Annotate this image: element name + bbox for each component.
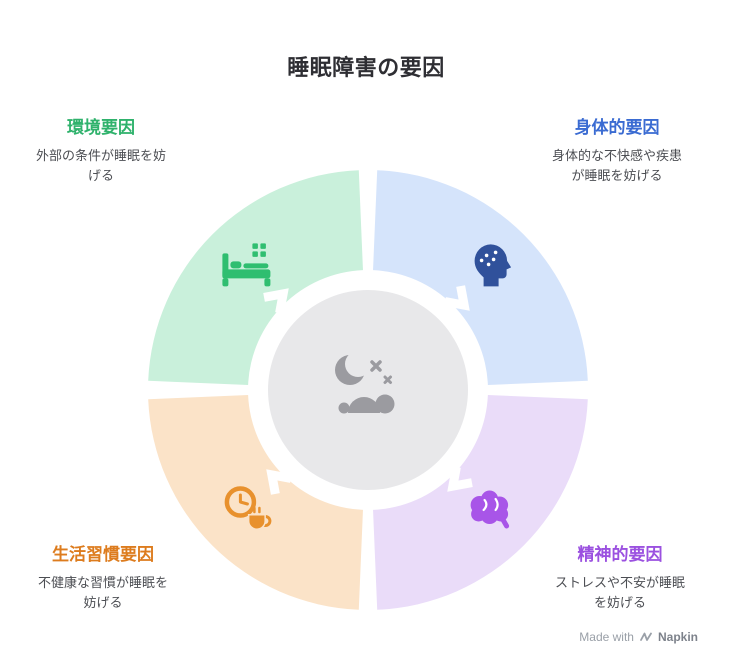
person-head [375, 394, 395, 414]
flow-arrow-icon [447, 466, 473, 492]
flow-arrow-icon [444, 285, 470, 311]
bed-icon [222, 243, 271, 287]
clock-coffee-icon [224, 486, 272, 531]
environment-heading: 環境要因 [67, 118, 135, 137]
physical-description: 身体的な不快感や疾患が睡眠を妨げる [551, 148, 682, 184]
crescent-moon-sleeping-person-icon [335, 351, 395, 414]
center-circle [268, 290, 468, 490]
mental-heading: 精神的要因 [577, 545, 663, 564]
label-block-mental: 精神的要因 ストレスや不安が睡眠を妨げる [537, 540, 703, 613]
moon-cutout [345, 351, 371, 377]
person-hand [338, 402, 350, 414]
lifestyle-heading: 生活習慣要因 [52, 545, 154, 564]
page-title: 睡眠障害の要因 [287, 55, 445, 80]
sparkle-x-icon [383, 375, 392, 384]
segment-physical [373, 170, 588, 385]
flow-arrow-icon [263, 288, 289, 314]
person-body [348, 397, 380, 413]
physical-heading: 身体的要因 [574, 118, 660, 137]
watermark-brand: Napkin [657, 630, 698, 644]
head-dots [479, 250, 498, 267]
flow-arrow-icon [266, 469, 292, 495]
head-side-icon [474, 244, 512, 287]
napkin-logo-icon [640, 632, 652, 641]
lifestyle-description: 不健康な習慣が睡眠を妨げる [37, 575, 168, 611]
mental-description: ストレスや不安が睡眠を妨げる [554, 575, 685, 611]
environment-description: 外部の条件が睡眠を妨げる [35, 148, 166, 184]
label-block-lifestyle: 生活習慣要因 不健康な習慣が睡眠を妨げる [20, 540, 186, 613]
label-block-physical: 身体的要因 身体的な不快感や疾患が睡眠を妨げる [534, 113, 700, 186]
sparkle-x-icon [370, 360, 382, 372]
cycle-diagram [148, 170, 588, 610]
watermark: Made with Napkin [579, 630, 698, 644]
brain-icon [470, 490, 510, 529]
watermark-text: Made with [579, 630, 634, 644]
label-block-environment: 環境要因 外部の条件が睡眠を妨げる [18, 113, 184, 186]
